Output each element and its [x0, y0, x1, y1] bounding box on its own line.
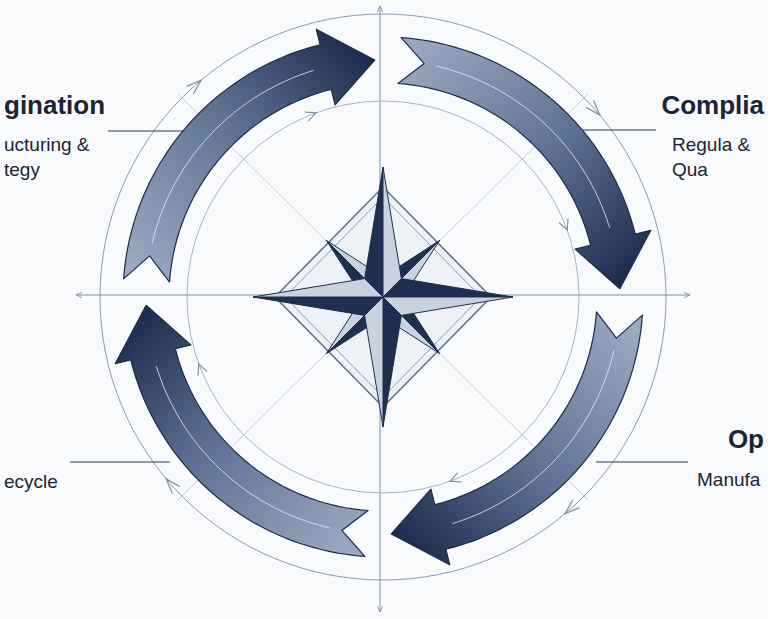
diagonal-guide: [178, 94, 588, 500]
stage-description: Regula & Qua: [672, 133, 761, 182]
cycle-arrows: [115, 29, 651, 565]
star-point: [253, 297, 383, 315]
arrow-highlight: [152, 70, 314, 243]
ring-chevron: [586, 101, 599, 116]
stage-heading: gination: [4, 91, 105, 121]
star-point: [383, 279, 513, 297]
ring-chevron: [198, 364, 207, 376]
compass-star: [253, 167, 513, 427]
stage-description: ucturing & tegy: [4, 133, 118, 182]
guide-rings: [100, 14, 666, 580]
star-point: [365, 297, 383, 427]
star-point: [253, 279, 383, 297]
arrow-highlight: [452, 350, 614, 523]
arrow-highlight: [436, 66, 609, 228]
ring-chevron: [187, 80, 202, 93]
star-point: [383, 167, 401, 297]
leader-lines: [70, 130, 688, 462]
star-point: [383, 297, 513, 315]
compass-axes: [76, 6, 690, 612]
diagonal-guide: [178, 94, 588, 500]
inner-guide-ring: [187, 101, 579, 493]
ring-chevron: [450, 473, 462, 482]
leader-line: [108, 130, 184, 131]
ring-chevron: [565, 500, 580, 513]
outer-guide-ring: [100, 14, 666, 580]
stage-heading: Op: [728, 425, 764, 455]
ring-chevron: [559, 218, 568, 230]
ring-chevron: [304, 112, 316, 121]
ring-chevron: [166, 479, 179, 494]
stage-description: Manufa: [697, 468, 760, 493]
leader-line: [582, 129, 656, 130]
arrow-highlight: [156, 366, 329, 528]
stage-heading: Complia: [661, 91, 764, 121]
star-point: [365, 167, 383, 297]
stage-description: ecycle: [4, 470, 58, 495]
leader-line: [596, 461, 688, 462]
leader-line: [70, 461, 170, 462]
star-point: [383, 297, 401, 427]
